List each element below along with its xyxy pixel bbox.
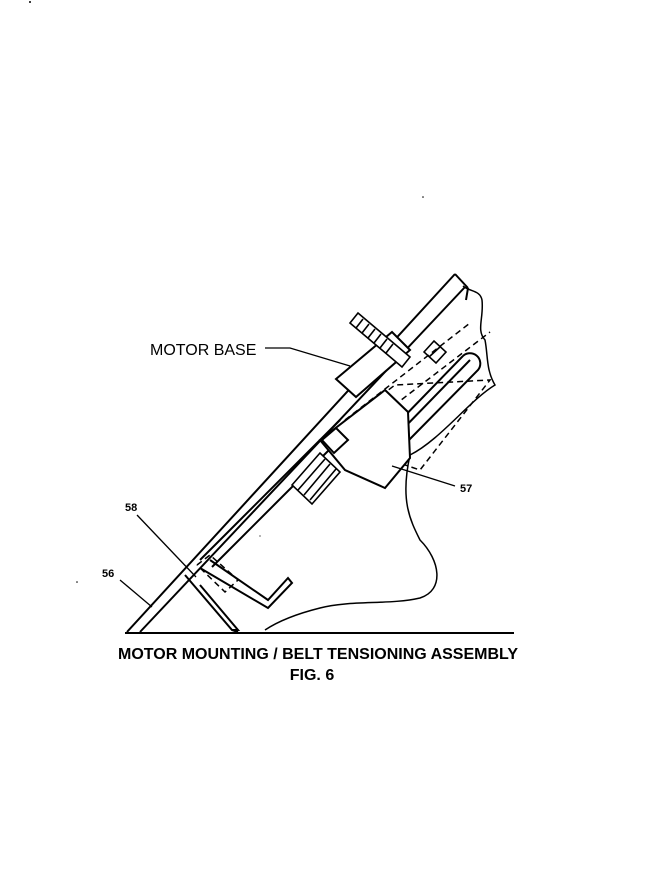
leader-56 bbox=[120, 580, 152, 607]
adjusting-bolt bbox=[350, 313, 410, 367]
label-58: 58 bbox=[125, 502, 137, 514]
label-57: 57 bbox=[460, 483, 472, 495]
motor-breakout-outline bbox=[265, 286, 495, 630]
leader-lines bbox=[120, 348, 455, 607]
inclined-bracket bbox=[127, 274, 468, 632]
lower-bracket bbox=[185, 560, 292, 632]
label-motor-base: MOTOR BASE bbox=[150, 342, 256, 359]
upper-nut bbox=[424, 341, 446, 363]
figure-caption-title: MOTOR MOUNTING / BELT TENSIONING ASSEMBL… bbox=[117, 646, 518, 663]
leader-motor-base bbox=[265, 348, 350, 366]
scan-specks bbox=[29, 1, 424, 583]
threaded-coupling bbox=[292, 453, 340, 504]
clamp-block bbox=[320, 390, 410, 488]
label-56: 56 bbox=[102, 568, 114, 580]
leader-58 bbox=[137, 515, 196, 577]
figure-number: FIG. 6 bbox=[289, 667, 335, 684]
leader-57 bbox=[392, 466, 455, 486]
